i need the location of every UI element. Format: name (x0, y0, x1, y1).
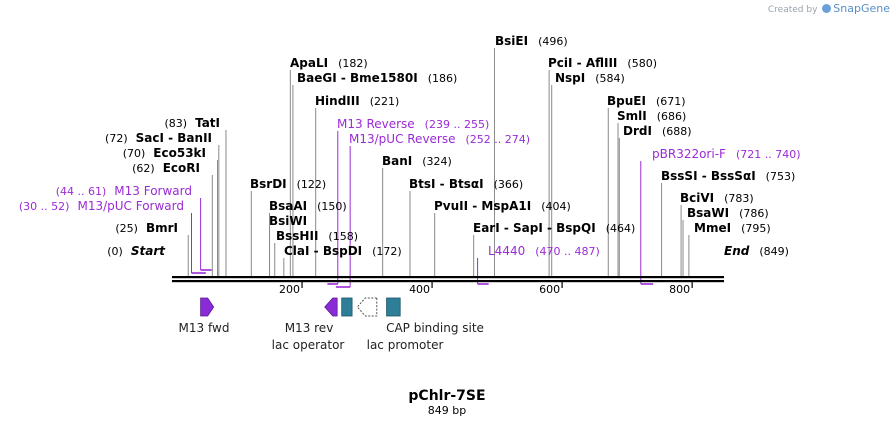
site-name-bcivi: BciVI (680, 191, 714, 205)
primer-range-m13-puc-reverse: (252 .. 274) (466, 133, 531, 146)
site-pos-hindiii: (221) (370, 95, 400, 108)
primer-name-l4440: L4440 (488, 244, 525, 258)
feature-lac-operator[interactable] (341, 297, 353, 317)
site-pos-bsaai: (150) (317, 200, 347, 213)
site-pos-eco53ki: (70) (123, 147, 146, 160)
site-name-btsi: BtsI - BtsαI (409, 177, 484, 191)
site-name-apali: ApaLI (290, 56, 328, 70)
site-name-eco53ki: Eco53kI (153, 146, 206, 160)
primer-name-m13-reverse: M13 Reverse (337, 117, 415, 131)
site-name-tati: TatI (195, 116, 220, 130)
site-pos-smli: (686) (657, 110, 687, 123)
feature-label-m13-rev: M13 rev (285, 321, 334, 335)
backbone-top-strand (172, 276, 724, 279)
backbone-bottom-strand (172, 280, 724, 283)
site-name-bsaai: BsaAI (269, 199, 307, 213)
site-name-ecori: EcoRI (163, 161, 200, 175)
ruler-label-800: 800 (669, 283, 690, 296)
primer-range-m13-reverse: (239 .. 255) (425, 118, 490, 131)
site-pos-bani: (324) (422, 155, 452, 168)
primer-name-m13-puc-forward: M13/pUC Forward (77, 199, 184, 213)
site-name-bsrdi: BsrDI (250, 177, 287, 191)
cut-site-lines (187, 48, 690, 276)
site-name-clai: ClaI - BspDI (284, 244, 362, 258)
feature-lac-promoter[interactable] (356, 297, 378, 317)
site-name-bsiei: BsiEI (495, 34, 528, 48)
site-pos-start: (0) (107, 245, 123, 258)
primer-range-m13-forward: (44 .. 61) (56, 185, 107, 198)
ruler: 200 400 600 800 (279, 282, 693, 296)
primer-name-pbr322ori-f: pBR322ori-F (652, 147, 726, 161)
site-name-baegi: BaeGI - Bme1580I (297, 71, 418, 85)
site-pos-bsssi: (753) (766, 170, 796, 183)
site-name-hindiii: HindIII (315, 94, 360, 108)
site-name-nspi: NspI (555, 71, 585, 85)
site-pos-nspi: (584) (595, 72, 625, 85)
features: M13 fwd M13 rev lac operator lac promoter CA… (179, 297, 484, 352)
site-pos-btsi: (366) (494, 178, 524, 191)
site-pos-mmei: (795) (741, 222, 771, 235)
primer-labels: M13 Forward (44 .. 61)M13/pUC Forward (30 … (19, 117, 801, 258)
map-subtitle: 849 bp (428, 404, 466, 417)
site-name-saci: SacI - BanII (136, 131, 212, 145)
feature-label-lac-operator: lac operator (272, 338, 345, 352)
site-pos-bcivi: (783) (724, 192, 754, 205)
snapgene-credit: Created by SnapGene (768, 2, 890, 15)
primer-name-m13-forward: M13 Forward (114, 184, 192, 198)
site-name-bmri: BmrI (146, 221, 178, 235)
feature-label-lac-promoter: lac promoter (367, 338, 444, 352)
feature-m13-rev[interactable] (324, 297, 338, 317)
site-pos-bmri: (25) (115, 222, 138, 235)
site-name-mmei: MmeI (694, 221, 731, 235)
primer-name-m13-puc-reverse: M13/pUC Reverse (349, 132, 456, 146)
credit-prefix: Created by (767, 5, 818, 15)
site-name-bpuei: BpuEI (607, 94, 646, 108)
site-pos-ecori: (62) (132, 162, 155, 175)
feature-m13-fwd[interactable] (200, 297, 215, 317)
site-name-eari: EarI - SapI - BspQI (473, 221, 596, 235)
site-pos-bsiei: (496) (538, 35, 568, 48)
primer-range-pbr322ori-f: (721 .. 740) (736, 148, 801, 161)
primer-lines (191, 131, 654, 288)
site-pos-bsrdi: (122) (297, 178, 327, 191)
feature-label-cap-binding-site: CAP binding site (386, 321, 484, 335)
ruler-label-400: 400 (409, 283, 430, 296)
site-name-bani: BanI (382, 154, 412, 168)
site-name-bsshii: BssHII (276, 229, 318, 243)
credit-brand: SnapGene (833, 2, 890, 15)
site-name-start: Start (131, 244, 166, 258)
site-name-pcii: PciI - AflIII (548, 56, 617, 70)
site-pos-bsawi: (786) (739, 207, 769, 220)
map-title: pChlr-7SE (408, 388, 485, 404)
site-pos-pcii: (580) (627, 57, 657, 70)
site-labels: Start (0) BmrI (25) EcoRI (62) Eco53kI (70) SacI… (105, 34, 795, 258)
site-name-end: End (724, 244, 750, 258)
site-pos-bpuei: (671) (656, 95, 686, 108)
site-name-bsawi: BsaWI (687, 206, 729, 220)
site-pos-tati: (83) (164, 117, 187, 130)
site-name-bsiwi: BsiWI (269, 214, 307, 228)
site-pos-eari: (464) (606, 222, 636, 235)
site-pos-saci: (72) (105, 132, 128, 145)
snapgene-logo-icon (822, 4, 832, 13)
site-pos-bsshii: (158) (328, 230, 358, 243)
site-pos-baegi: (186) (428, 72, 458, 85)
ruler-label-600: 600 (539, 283, 560, 296)
site-pos-clai: (172) (372, 245, 402, 258)
feature-label-m13-fwd: M13 fwd (179, 321, 230, 335)
site-name-smli: SmlI (617, 109, 647, 123)
site-name-pvuii: PvuII - MspA1I (434, 199, 531, 213)
site-pos-end: (849) (759, 245, 789, 258)
site-name-drdi: DrdI (623, 124, 652, 138)
ruler-label-200: 200 (279, 283, 300, 296)
primer-range-l4440: (470 .. 487) (535, 245, 600, 258)
feature-cap-binding-site[interactable] (386, 297, 401, 317)
site-name-bsssi: BssSI - BssSαI (661, 169, 756, 183)
dna-backbone (172, 276, 724, 283)
site-pos-pvuii: (404) (541, 200, 571, 213)
site-pos-drdi: (688) (662, 125, 692, 138)
site-pos-apali: (182) (338, 57, 368, 70)
primer-range-m13-puc-forward: (30 .. 52) (19, 200, 70, 213)
